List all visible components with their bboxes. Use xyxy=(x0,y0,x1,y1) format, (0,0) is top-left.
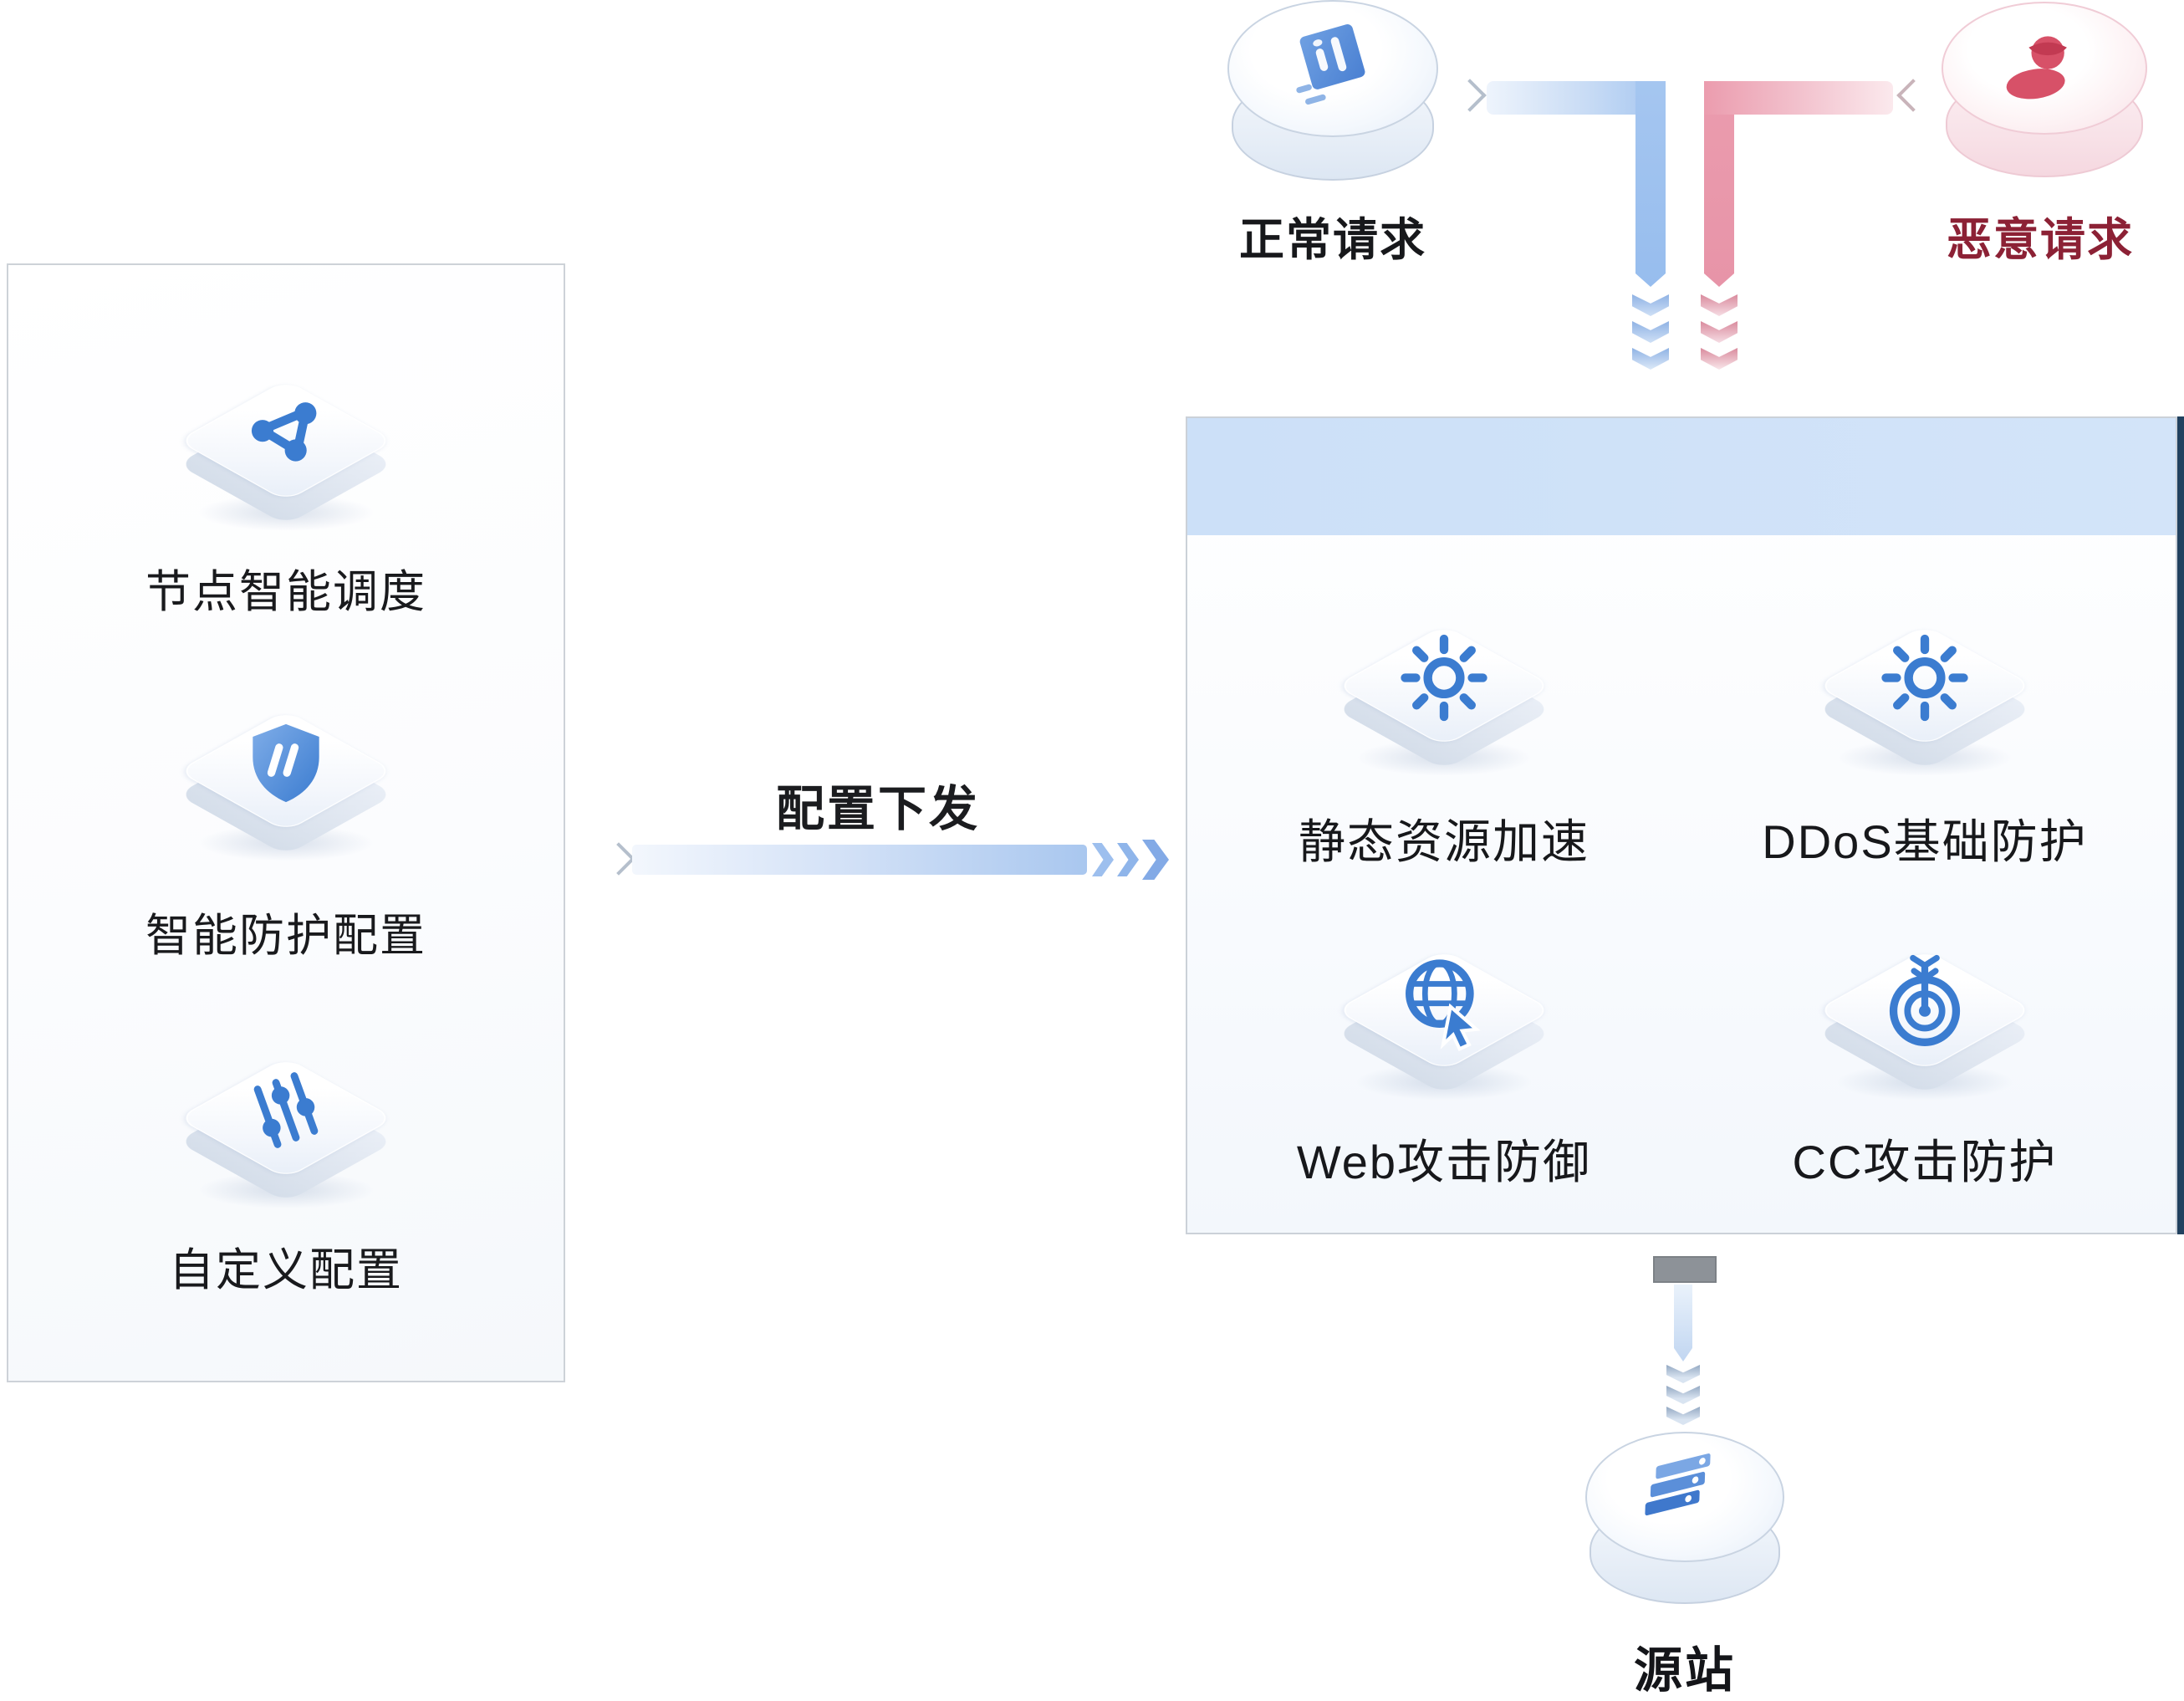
sliders-icon xyxy=(239,1064,333,1162)
malicious-request-disc xyxy=(1942,2,2147,177)
origin-connector-block xyxy=(1653,1256,1717,1283)
feature-label-web-attack-defense: Web攻击防御 xyxy=(1296,1136,1592,1188)
server-tile-icon xyxy=(1283,15,1382,118)
protection-panel: 静态资源加速 DDoS基础防护 xyxy=(1186,416,2177,1234)
normal-request-label: 正常请求 xyxy=(1239,215,1426,265)
smart-protection-tile xyxy=(176,687,396,863)
node-scheduling-tile xyxy=(176,357,396,533)
ddos-protection-tile xyxy=(1814,602,2035,778)
config-panel: 节点智能调度 智能防护配置 xyxy=(7,263,565,1382)
custom-config-tile xyxy=(176,1034,396,1210)
share-network-icon xyxy=(239,386,333,484)
feature-label-static-acceleration: 静态资源加速 xyxy=(1299,815,1590,868)
feature-label-ddos-protection: DDoS基础防护 xyxy=(1762,815,2088,868)
chevron-down-icon xyxy=(1701,348,1738,370)
chevron-down-icon xyxy=(1701,321,1738,343)
chevron-down-icon xyxy=(1701,294,1738,316)
origin-connector-line xyxy=(1674,1285,1692,1361)
hacker-icon xyxy=(1996,16,2093,117)
chevron-right-icon xyxy=(1092,843,1114,876)
config-flow-arrow xyxy=(632,845,1087,875)
chevron-down-icon xyxy=(1632,348,1669,370)
chevron-down-icon xyxy=(1666,1407,1700,1425)
normal-request-line-vertical xyxy=(1635,81,1666,287)
malicious-line-end-tick-icon xyxy=(1896,79,1930,112)
chevron-down-icon xyxy=(1666,1386,1700,1404)
gear-icon xyxy=(1392,626,1496,734)
normal-request-disc xyxy=(1227,0,1438,181)
panel-right-edge xyxy=(2177,416,2184,1234)
origin-server-icon xyxy=(1632,1441,1738,1550)
static-acceleration-tile xyxy=(1334,602,1554,778)
flow-start-tick-icon xyxy=(602,842,635,876)
chevron-down-icon xyxy=(1632,294,1669,316)
target-arrow-icon xyxy=(1873,951,1977,1059)
malicious-request-label: 恶意请求 xyxy=(1947,215,2134,265)
shield-icon xyxy=(239,717,333,815)
tile-label-smart-protection: 智能防护配置 xyxy=(145,911,426,961)
tile-label-node-scheduling: 节点智能调度 xyxy=(145,567,426,617)
malicious-request-line-horizontal xyxy=(1704,81,1893,115)
cc-attack-protection-tile xyxy=(1814,927,2035,1102)
feature-label-cc-attack-protection: CC攻击防护 xyxy=(1792,1136,2058,1188)
chevron-right-icon xyxy=(1142,840,1169,880)
chevron-down-icon xyxy=(1666,1365,1700,1383)
gear-icon xyxy=(1873,626,1977,734)
malicious-request-line-vertical xyxy=(1704,81,1734,287)
panel-header-band xyxy=(1187,418,2176,535)
origin-label: 源站 xyxy=(1633,1643,1736,1698)
globe-cursor-icon xyxy=(1392,951,1496,1059)
config-flow-label: 配置下发 xyxy=(775,782,980,836)
tile-label-custom-config: 自定义配置 xyxy=(169,1245,403,1295)
chevron-down-icon xyxy=(1632,321,1669,343)
web-attack-defense-tile xyxy=(1334,927,1554,1102)
origin-server-disc xyxy=(1585,1432,1784,1604)
chevron-right-icon xyxy=(1117,843,1139,876)
normal-line-start-tick-icon xyxy=(1453,79,1487,112)
